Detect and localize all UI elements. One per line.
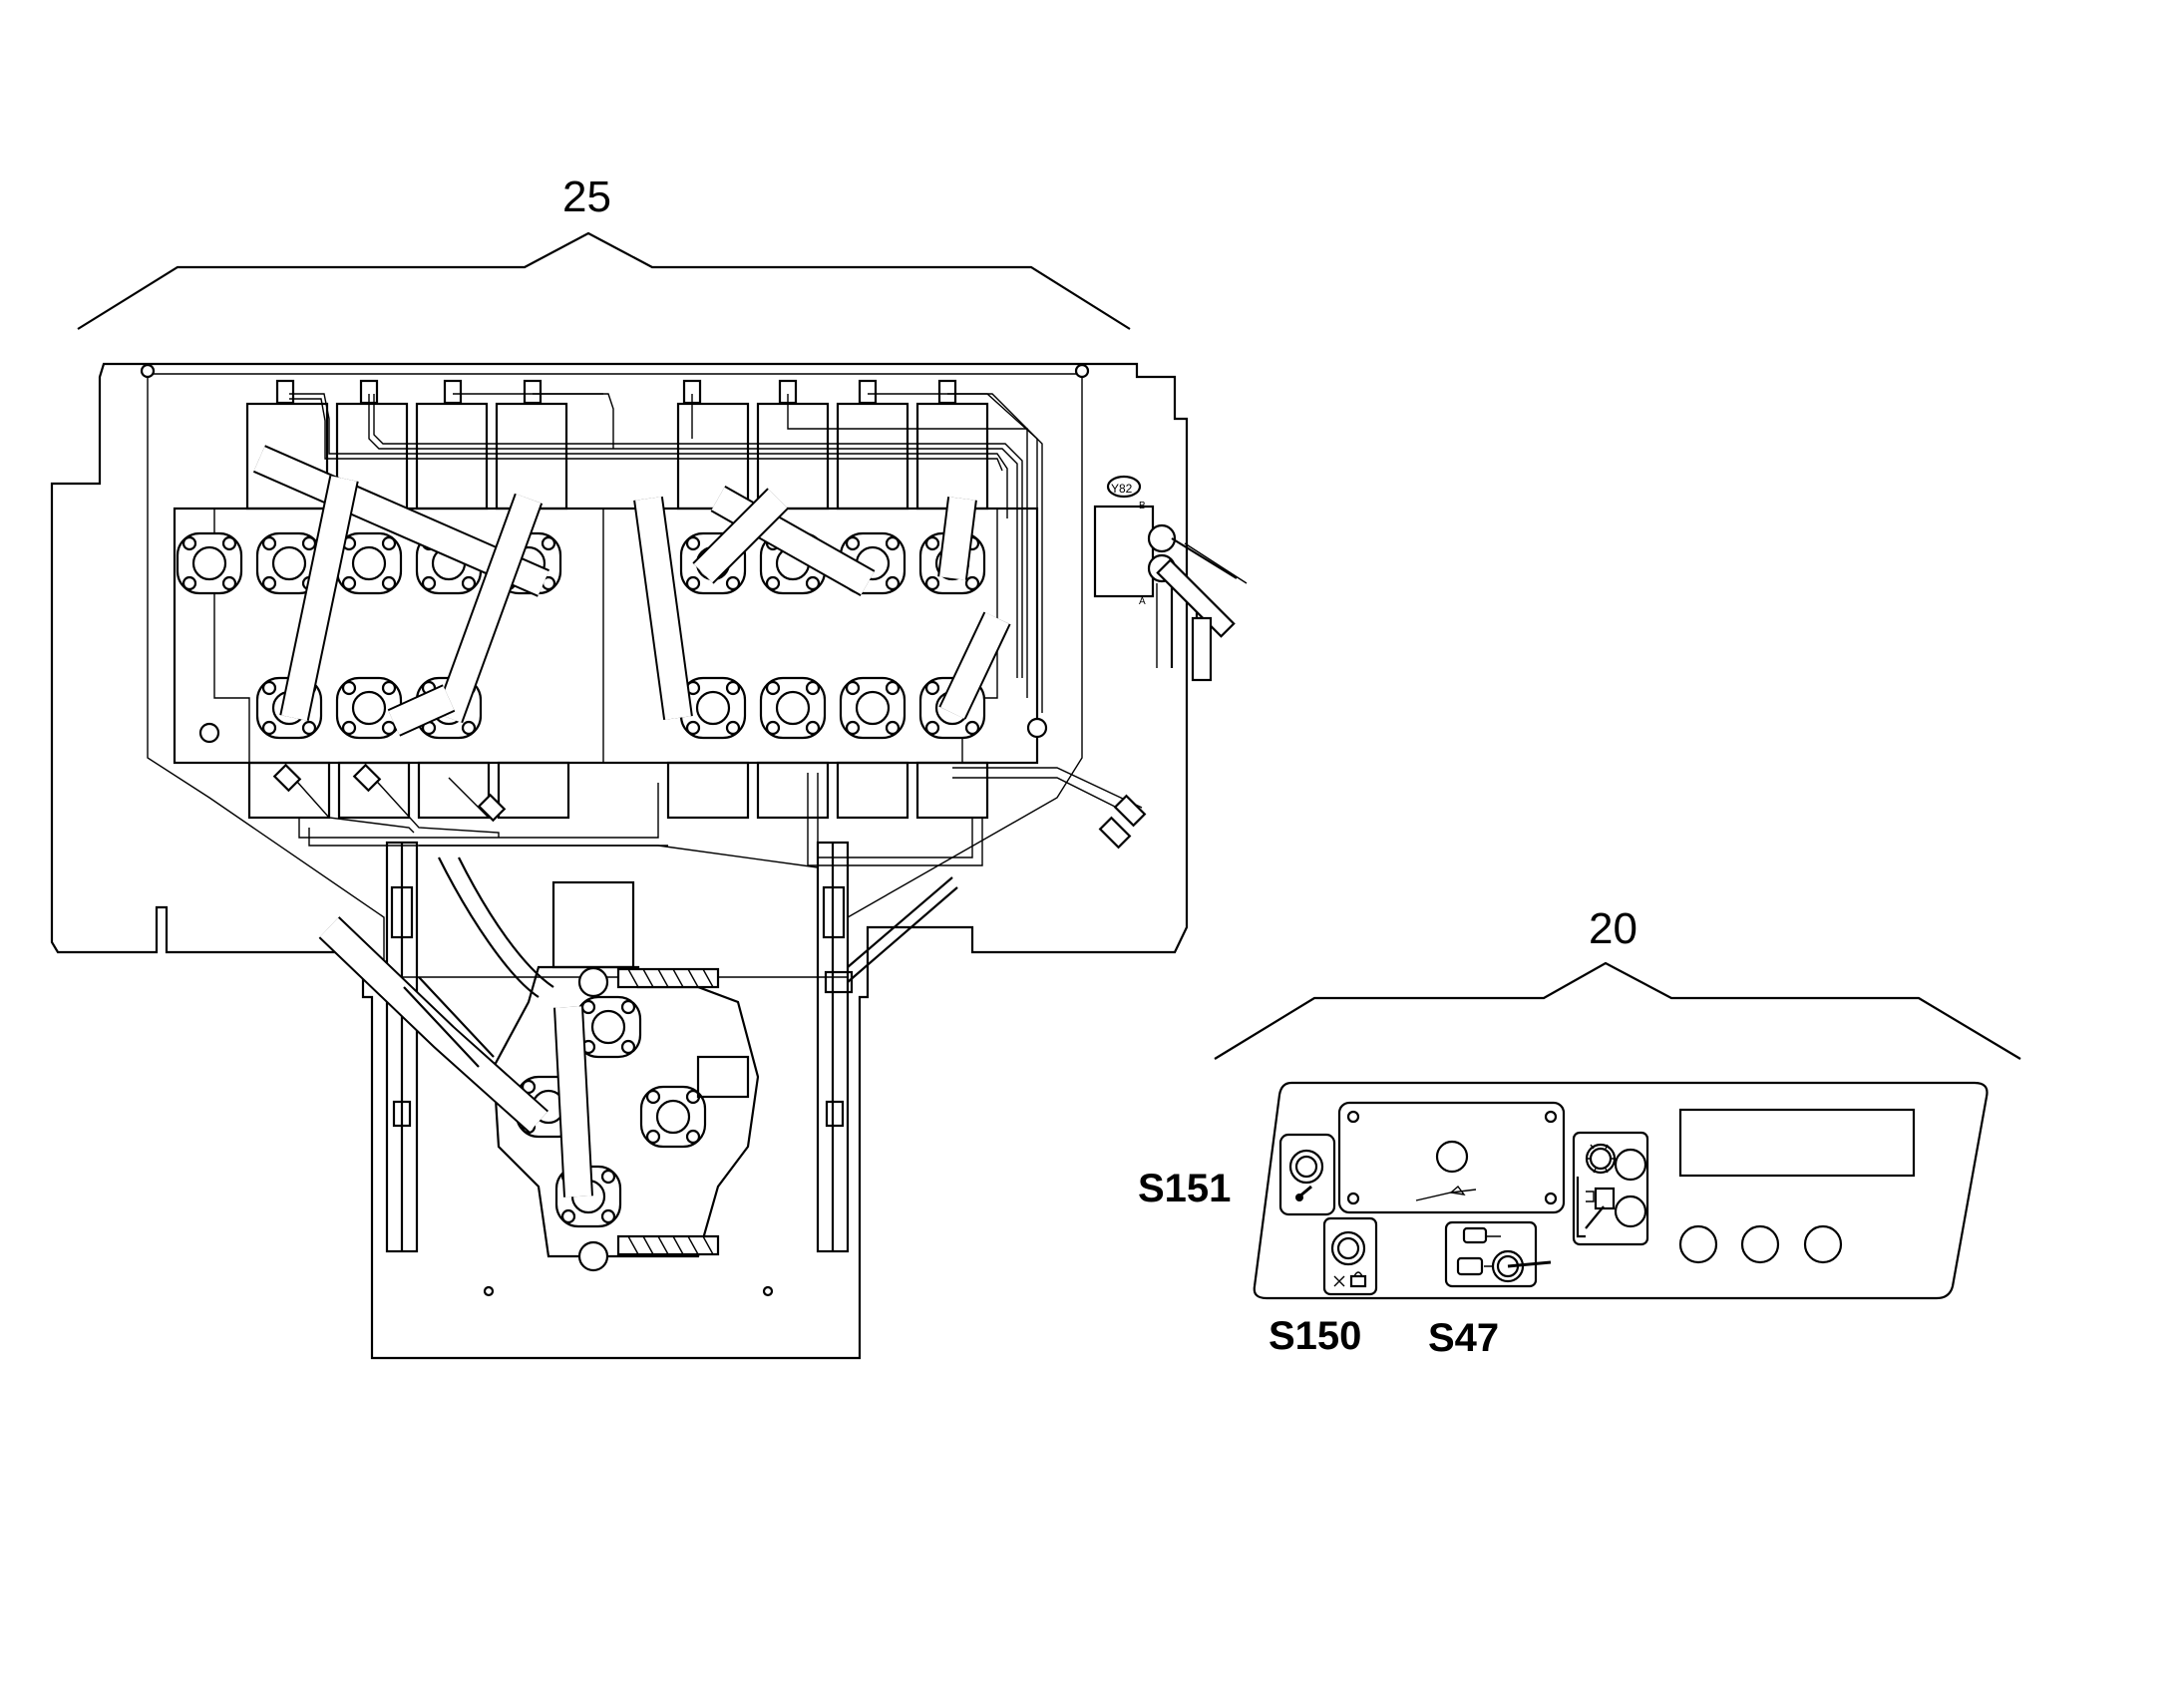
callout-25: 25 — [562, 172, 611, 221]
rails-links — [824, 876, 958, 994]
callout-20: 20 — [1589, 904, 1637, 953]
side-rails — [385, 841, 850, 1253]
hoses-block — [252, 445, 1011, 737]
base-plate-outline — [50, 362, 1189, 1360]
bottom-tubing — [288, 767, 1143, 868]
bracket-20 — [1214, 961, 2021, 1060]
braided-hoses — [616, 558, 1236, 1256]
top-fittings — [140, 363, 1090, 405]
label-s47: S47 — [1428, 1316, 1500, 1360]
hoses-lower — [318, 856, 593, 1197]
port-b-label: B — [1139, 501, 1146, 512]
bracket-25 — [77, 231, 1131, 330]
bottom-fittings — [272, 763, 1147, 850]
label-s150: S150 — [1269, 1314, 1362, 1358]
pilot-tubing-top — [289, 393, 1043, 713]
lower-manifold — [483, 880, 774, 1297]
tag-y82: Y82 — [1111, 482, 1133, 496]
port-a-label: A — [1139, 596, 1146, 607]
label-s151: S151 — [1138, 1167, 1232, 1210]
control-panel — [1253, 1081, 1989, 1300]
